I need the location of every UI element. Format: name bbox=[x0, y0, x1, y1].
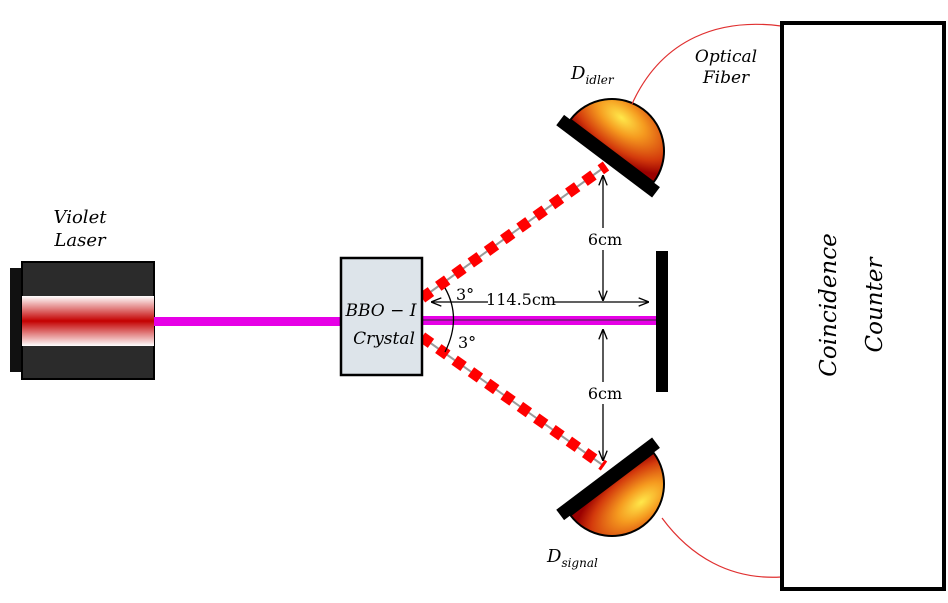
distance-lower-label: 6cm bbox=[588, 384, 622, 403]
laser-label-line1: Violet bbox=[54, 207, 108, 228]
distance-upper-label-bg bbox=[584, 228, 626, 250]
coincidence-counter bbox=[780, 21, 946, 591]
angle-upper-label: 3° bbox=[456, 285, 474, 304]
bbo-crystal bbox=[339, 256, 424, 377]
laser-label-line2: Laser bbox=[53, 230, 107, 251]
signal-detector bbox=[556, 437, 665, 537]
distance-lower-label-bg bbox=[584, 382, 626, 404]
beam-block-screen bbox=[656, 251, 668, 392]
signal-detector-dome bbox=[569, 451, 665, 537]
crystal-label-line1: BBO − I bbox=[344, 301, 416, 321]
distance-horizontal-label: 114.5cm bbox=[486, 290, 556, 309]
distance-upper-label: 6cm bbox=[588, 230, 622, 249]
optical-fiber-signal bbox=[661, 517, 782, 578]
laser-core bbox=[22, 296, 154, 346]
signal-detector-plate bbox=[556, 437, 660, 521]
idler-detector-dome bbox=[569, 98, 665, 184]
crystal-label-line2: Crystal bbox=[353, 329, 415, 349]
fiber-label-line2: Fiber bbox=[702, 68, 750, 88]
idler-detector-plate bbox=[556, 114, 660, 198]
angle-lower-label: 3° bbox=[458, 333, 476, 352]
signal-detector-label: Dsignal bbox=[546, 546, 598, 570]
laser-back-cap bbox=[10, 268, 24, 372]
distance-label-bg bbox=[488, 292, 554, 308]
idler-detector bbox=[556, 98, 665, 198]
idler-beam bbox=[418, 161, 610, 303]
fiber-label-line1: Optical bbox=[695, 47, 757, 67]
signal-beam bbox=[418, 332, 608, 471]
pump-beam-input bbox=[154, 317, 342, 326]
violet-laser bbox=[10, 261, 155, 380]
counter-label-line1: Coincidence bbox=[816, 233, 842, 377]
optical-fiber-idler bbox=[631, 23, 782, 105]
counter-label-line2: Counter bbox=[862, 256, 888, 353]
idler-detector-label: Didler bbox=[570, 63, 615, 87]
angle-arc bbox=[444, 287, 455, 353]
